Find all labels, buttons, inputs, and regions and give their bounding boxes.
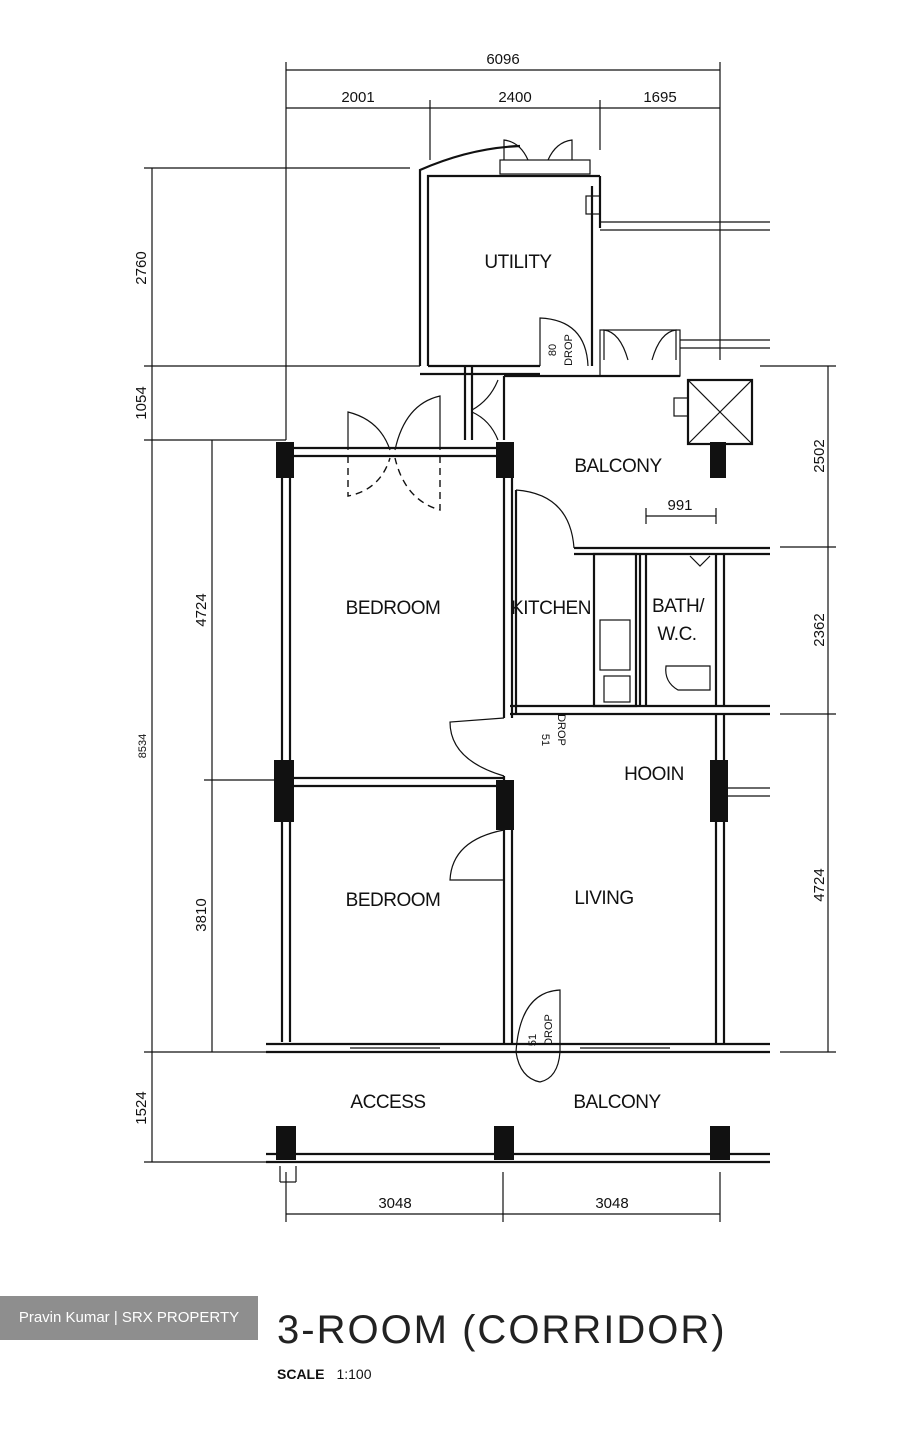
columns [274,442,730,1160]
dim-left-2: 1054 [133,386,150,419]
top-dimensions: 6096 2001 2400 1695 [285,51,721,440]
watermark: Pravin Kumar | SRX PROPERTY [0,1296,258,1340]
label-balcony-bottom: BALCONY [573,1092,661,1113]
dim-top-total: 6096 [486,51,519,68]
dim-left-6: 1524 [133,1091,150,1124]
dim-left-3: 4724 [193,593,210,626]
dim-left-4: 8534 [137,734,149,758]
dim-top-2: 2400 [498,89,531,106]
scale-value: 1:100 [336,1366,372,1382]
kitchen-bath [510,552,770,716]
drop-kitchen-num: 51 [539,734,551,746]
dim-left-1: 2760 [133,251,150,284]
label-access: ACCESS [350,1092,425,1113]
drop-living-num: 51 [527,1034,539,1046]
label-balcony-top: BALCONY [574,456,662,477]
scale-label-text: SCALE [277,1366,325,1382]
dim-top-3: 1695 [643,89,676,106]
dim-right-1: 2502 [811,439,828,472]
left-dimensions: 2760 1054 4724 8534 3810 1524 [133,167,420,1163]
label-kitchen: KITCHEN [511,598,591,619]
drop-labels: 80 DROP 51 DROP 51 DROP [527,334,575,1046]
dim-right-2: 2362 [811,613,828,646]
right-dimensions: 2502 2362 4724 [760,365,836,1053]
dim-bottom-2: 3048 [595,1195,628,1212]
label-utility: UTILITY [484,252,552,273]
label-living: LIVING [574,888,633,909]
floor-plan: 6096 2001 2400 1695 2760 1054 4724 8534 … [133,51,836,1222]
dim-bottom-1: 3048 [378,1195,411,1212]
drop-kitchen-text: DROP [555,714,567,746]
scale-label: SCALE 1:100 [277,1366,372,1382]
room-labels: UTILITY BALCONY BEDROOM KITCHEN BATH/ W.… [346,252,706,1113]
main-walls [266,446,770,1183]
doors [347,395,561,1083]
drop-utility-text: DROP [563,334,575,366]
utility-room [418,139,770,376]
label-bath-1: BATH/ [652,596,705,617]
dim-bath-width: 991 [667,497,692,514]
dim-right-3: 4724 [811,868,828,901]
bottom-dimensions: 3048 3048 [285,1172,721,1222]
label-mirrored: HOOIN [624,764,684,785]
plan-title: 3-ROOM (CORRIDOR) [277,1308,727,1352]
dim-left-5: 3810 [193,898,210,931]
label-bedroom-1: BEDROOM [346,598,441,619]
label-bath-2: W.C. [657,624,696,645]
drop-living-text: DROP [543,1014,555,1046]
dim-top-1: 2001 [341,89,374,106]
label-bedroom-2: BEDROOM [346,890,441,911]
drop-utility-num: 80 [547,344,559,356]
